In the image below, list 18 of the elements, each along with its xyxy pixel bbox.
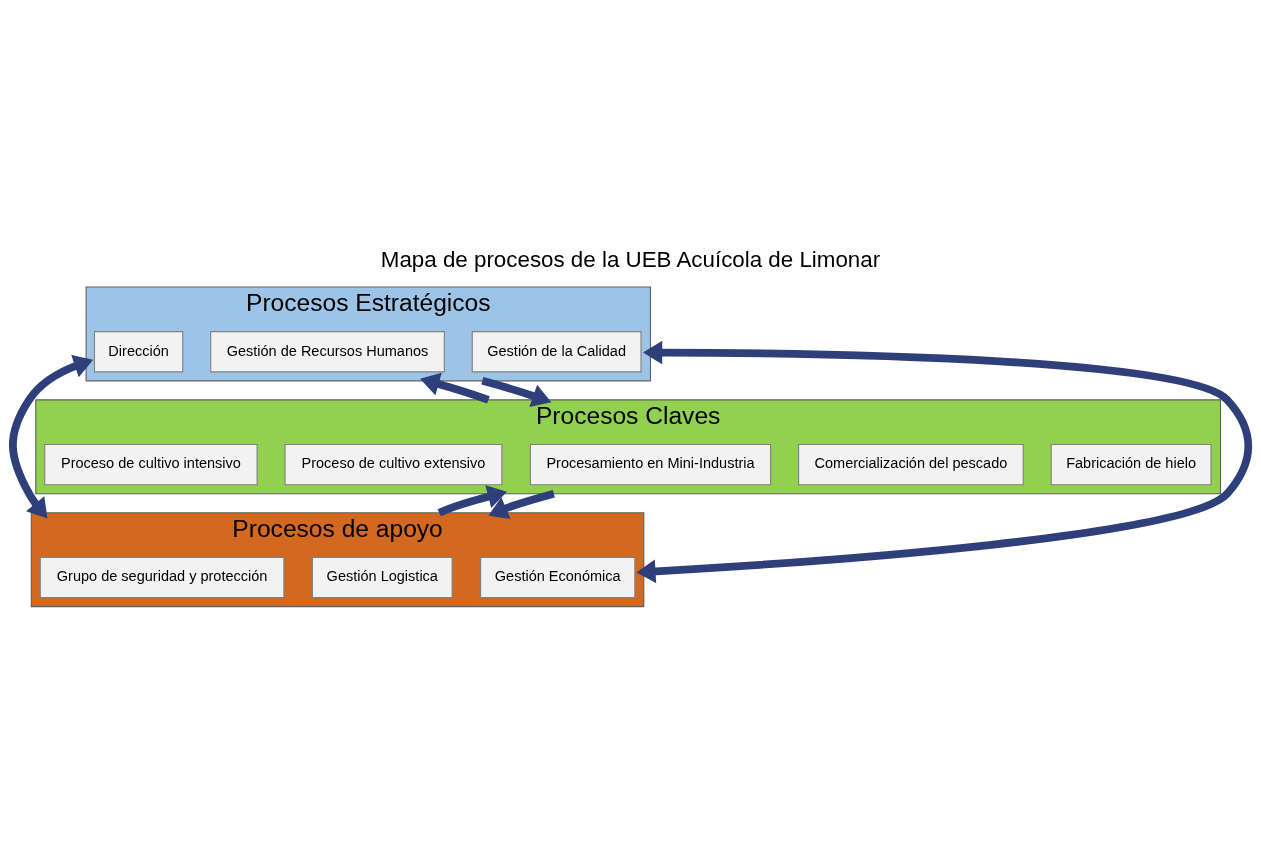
diagram-title: Mapa de procesos de la UEB Acuícola de Limonar (380, 246, 881, 272)
node-box: Fabricación de hielo (1050, 443, 1212, 486)
arrow (488, 489, 555, 519)
node-box: Gestión de la Calidad (471, 331, 642, 373)
node-box: Dirección (93, 331, 184, 373)
arrow (481, 377, 552, 408)
node-box: Gestión Económica (480, 556, 636, 599)
node-box: Proceso de cultivo intensivo (44, 443, 258, 486)
arrow (9, 354, 94, 519)
arrow (636, 340, 1253, 584)
arrow (437, 485, 507, 517)
arrow (420, 372, 490, 404)
node-box: Gestión Logistica (311, 556, 453, 599)
node-box: Grupo de seguridad y protección (39, 556, 285, 599)
node-box: Proceso de cultivo extensivo (284, 443, 503, 486)
node-box: Procesamiento en Mini-Industria (529, 443, 772, 486)
node-box: Comercialización del pescado (798, 443, 1024, 486)
node-box: Gestión de Recursos Humanos (210, 331, 445, 373)
